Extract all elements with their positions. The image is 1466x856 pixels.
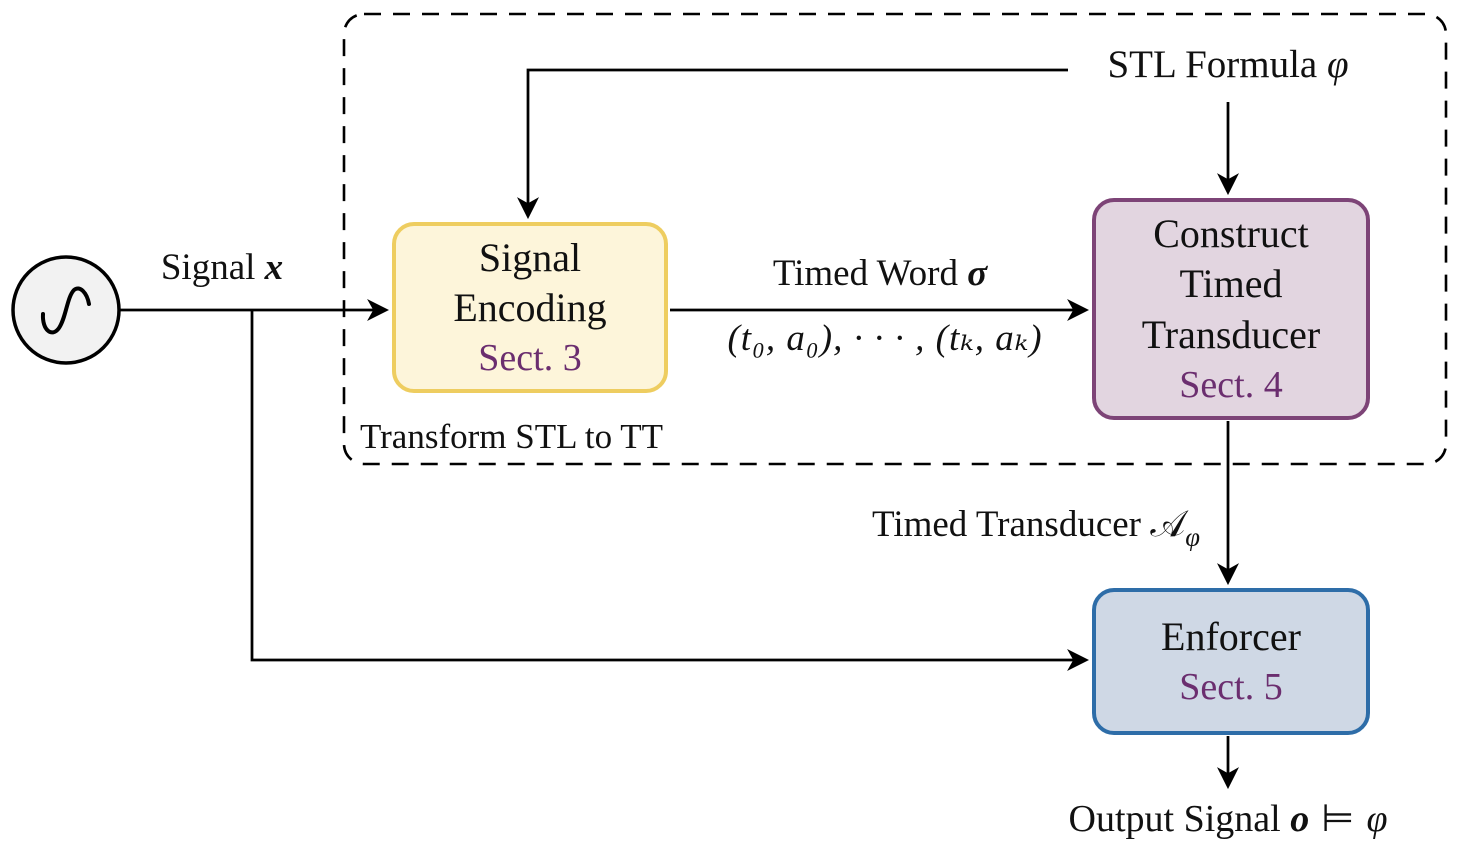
timed-word-variable: σ <box>967 253 988 294</box>
enforcer-node: Enforcer Sect. 5 <box>1092 588 1370 735</box>
signal-edge-label-text: Signal <box>160 247 265 288</box>
signal-encoding-node: Signal Encoding Sect. 3 <box>392 222 668 393</box>
timed-transducer-subscript: φ <box>1185 521 1200 552</box>
transform-group-dashed-border <box>342 12 1448 466</box>
timed-transducer-edge-label: Timed Transducer 𝒜φ <box>872 502 1200 552</box>
stl-formula-label: STL Formula φ <box>1107 42 1348 87</box>
output-formula-variable: φ <box>1366 798 1388 840</box>
timed-word-expansion: (t₀, a₀), · · · , (tₖ, aₖ) <box>727 318 1043 359</box>
output-variable: o <box>1290 798 1310 840</box>
output-label-text: Output Signal <box>1068 798 1291 840</box>
stl-formula-label-text: STL Formula <box>1107 43 1327 86</box>
sine-wave-icon <box>40 286 91 335</box>
signal-source <box>11 255 121 365</box>
enforcer-title: Enforcer <box>1161 613 1301 659</box>
models-relation-symbol: ⊨ <box>1309 796 1367 840</box>
signal-encoding-section: Sect. 3 <box>478 337 582 380</box>
timed-transducer-variable: 𝒜 <box>1150 502 1186 545</box>
construct-timed-transducer-section: Sect. 4 <box>1179 364 1283 407</box>
stl-formula-variable: φ <box>1326 43 1349 86</box>
construct-timed-transducer-title: Construct Timed Transducer <box>1141 210 1321 358</box>
timed-word-label-text: Timed Word <box>772 253 968 294</box>
timed-word-edge-label: Timed Word σ <box>773 252 987 295</box>
transform-group-label: Transform STL to TT <box>360 417 664 456</box>
output-signal-label: Output Signal o ⊨ φ <box>1069 796 1388 841</box>
construct-timed-transducer-node: Construct Timed Transducer Sect. 4 <box>1092 198 1370 420</box>
enforcer-section: Sect. 5 <box>1179 665 1283 708</box>
signal-variable: x <box>264 247 284 288</box>
edge-stl-to-encoding <box>517 68 1068 220</box>
signal-encoding-title: Signal Encoding <box>453 234 607 331</box>
edge-signal-to-enforcer <box>250 310 1090 671</box>
timed-transducer-label-text: Timed Transducer <box>872 504 1151 545</box>
signal-edge-label: Signal x <box>161 246 283 289</box>
